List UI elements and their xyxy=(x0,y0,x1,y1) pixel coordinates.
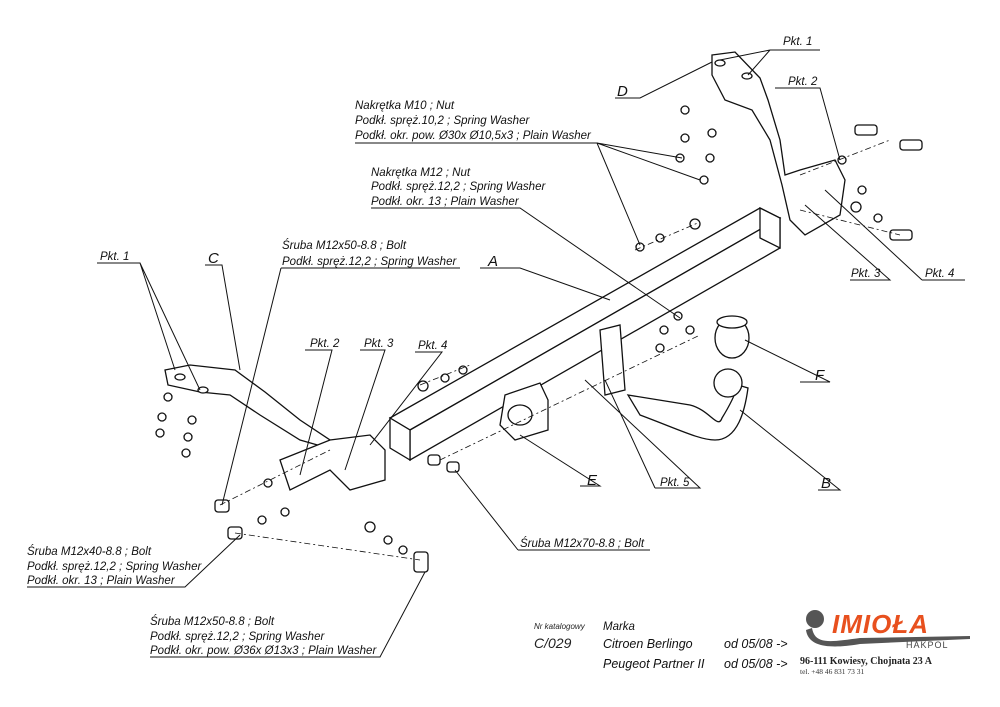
logo-sub: HAKPOL xyxy=(906,640,949,650)
catalog-number: C/029 xyxy=(534,635,572,651)
note-line: Podkł. spręż.12,2 ; Spring Washer xyxy=(371,181,546,193)
note-line: Śruba M12x50-8.8 ; Bolt xyxy=(150,615,275,628)
note-line: Śruba M12x40-8.8 ; Bolt xyxy=(27,545,152,558)
label-d: D xyxy=(617,83,628,100)
note-line: Podkł. okr. pow. Ø36x Ø13x3 ; Plain Wash… xyxy=(150,645,377,657)
ball-cap-f xyxy=(714,315,750,359)
label-pkt5: Pkt. 5 xyxy=(660,477,690,489)
left-bracket-c xyxy=(164,364,386,491)
telephone: tel. +48 46 831 73 31 xyxy=(800,667,864,676)
label-e: E xyxy=(587,472,598,489)
imiola-logo: IMIOŁA HAKPOL 96-111 Kowiesy, Chojnata 2… xyxy=(800,609,970,676)
label-pkt1-top: Pkt. 1 xyxy=(783,36,812,48)
logo-name: IMIOŁA xyxy=(832,609,929,639)
label-f: F xyxy=(815,367,825,384)
note-bolt-m12x70: Śruba M12x70-8.8 ; Bolt xyxy=(520,537,645,550)
note-line: Śruba M12x70-8.8 ; Bolt xyxy=(520,537,645,550)
note-line: Śruba M12x50-8.8 ; Bolt xyxy=(282,239,407,252)
vehicle-name: Citroen Berlingo xyxy=(603,637,693,651)
assembly-axes xyxy=(219,139,901,561)
note-line: Podkł. spręż.12,2 ; Spring Washer xyxy=(27,561,202,573)
main-beam-a xyxy=(388,206,782,462)
vehicle-from: od 05/08 -> xyxy=(724,637,788,651)
label-b: B xyxy=(821,475,831,492)
address: 96-111 Kowiesy, Chojnata 23 A xyxy=(800,656,933,667)
brand-label: Marka xyxy=(603,621,635,633)
tow-ball-b xyxy=(599,324,749,441)
fasteners xyxy=(155,105,923,573)
vehicle-name: Peugeot Partner II xyxy=(603,657,705,671)
note-line: Nakrętka M12 ; Nut xyxy=(371,167,471,179)
label-pkt4-mid: Pkt. 4 xyxy=(418,340,447,352)
note-line: Podkł. spręż.12,2 ; Spring Washer xyxy=(150,631,325,643)
note-line: Podkł. okr. 13 ; Plain Washer xyxy=(371,196,520,208)
note-line: Podkł. okr. 13 ; Plain Washer xyxy=(27,575,176,587)
label-a: A xyxy=(487,253,498,270)
note-nut-m10: Nakrętka M10 ; Nut Podkł. spręż.10,2 ; S… xyxy=(355,100,592,142)
right-bracket-d xyxy=(711,51,846,236)
note-bolt-m12x50-bottom: Śruba M12x50-8.8 ; Bolt Podkł. spręż.12,… xyxy=(150,615,377,657)
note-line: Podkł. spręż.10,2 ; Spring Washer xyxy=(355,115,530,127)
note-line: Nakrętka M10 ; Nut xyxy=(355,100,455,112)
note-bolt-m12x40: Śruba M12x40-8.8 ; Bolt Podkł. spręż.12,… xyxy=(27,545,202,587)
label-pkt4-right: Pkt. 4 xyxy=(925,268,954,280)
label-c: C xyxy=(208,250,219,267)
vehicle-from: od 05/08 -> xyxy=(724,657,788,671)
note-line: Podkł. okr. pow. Ø30x Ø10,5x3 ; Plain Wa… xyxy=(355,130,592,142)
label-pkt2-top: Pkt. 2 xyxy=(788,76,818,88)
label-pkt3-right: Pkt. 3 xyxy=(851,268,881,280)
label-pkt3-mid: Pkt. 3 xyxy=(364,338,394,350)
leader-lines xyxy=(27,49,965,658)
logo-ball-icon xyxy=(806,610,824,628)
label-pkt1-left: Pkt. 1 xyxy=(100,251,129,263)
note-line: Podkł. spręż.12,2 ; Spring Washer xyxy=(282,256,457,268)
catalog-label: Nr katalogowy xyxy=(534,622,586,631)
note-nut-m12: Nakrętka M12 ; Nut Podkł. spręż.12,2 ; S… xyxy=(371,167,546,208)
label-pkt2-mid: Pkt. 2 xyxy=(310,338,340,350)
note-bolt-m12x50-top: Śruba M12x50-8.8 ; Bolt Podkł. spręż.12,… xyxy=(282,239,457,268)
title-block: Nr katalogowy C/029 Marka Citroen Berlin… xyxy=(534,621,788,671)
